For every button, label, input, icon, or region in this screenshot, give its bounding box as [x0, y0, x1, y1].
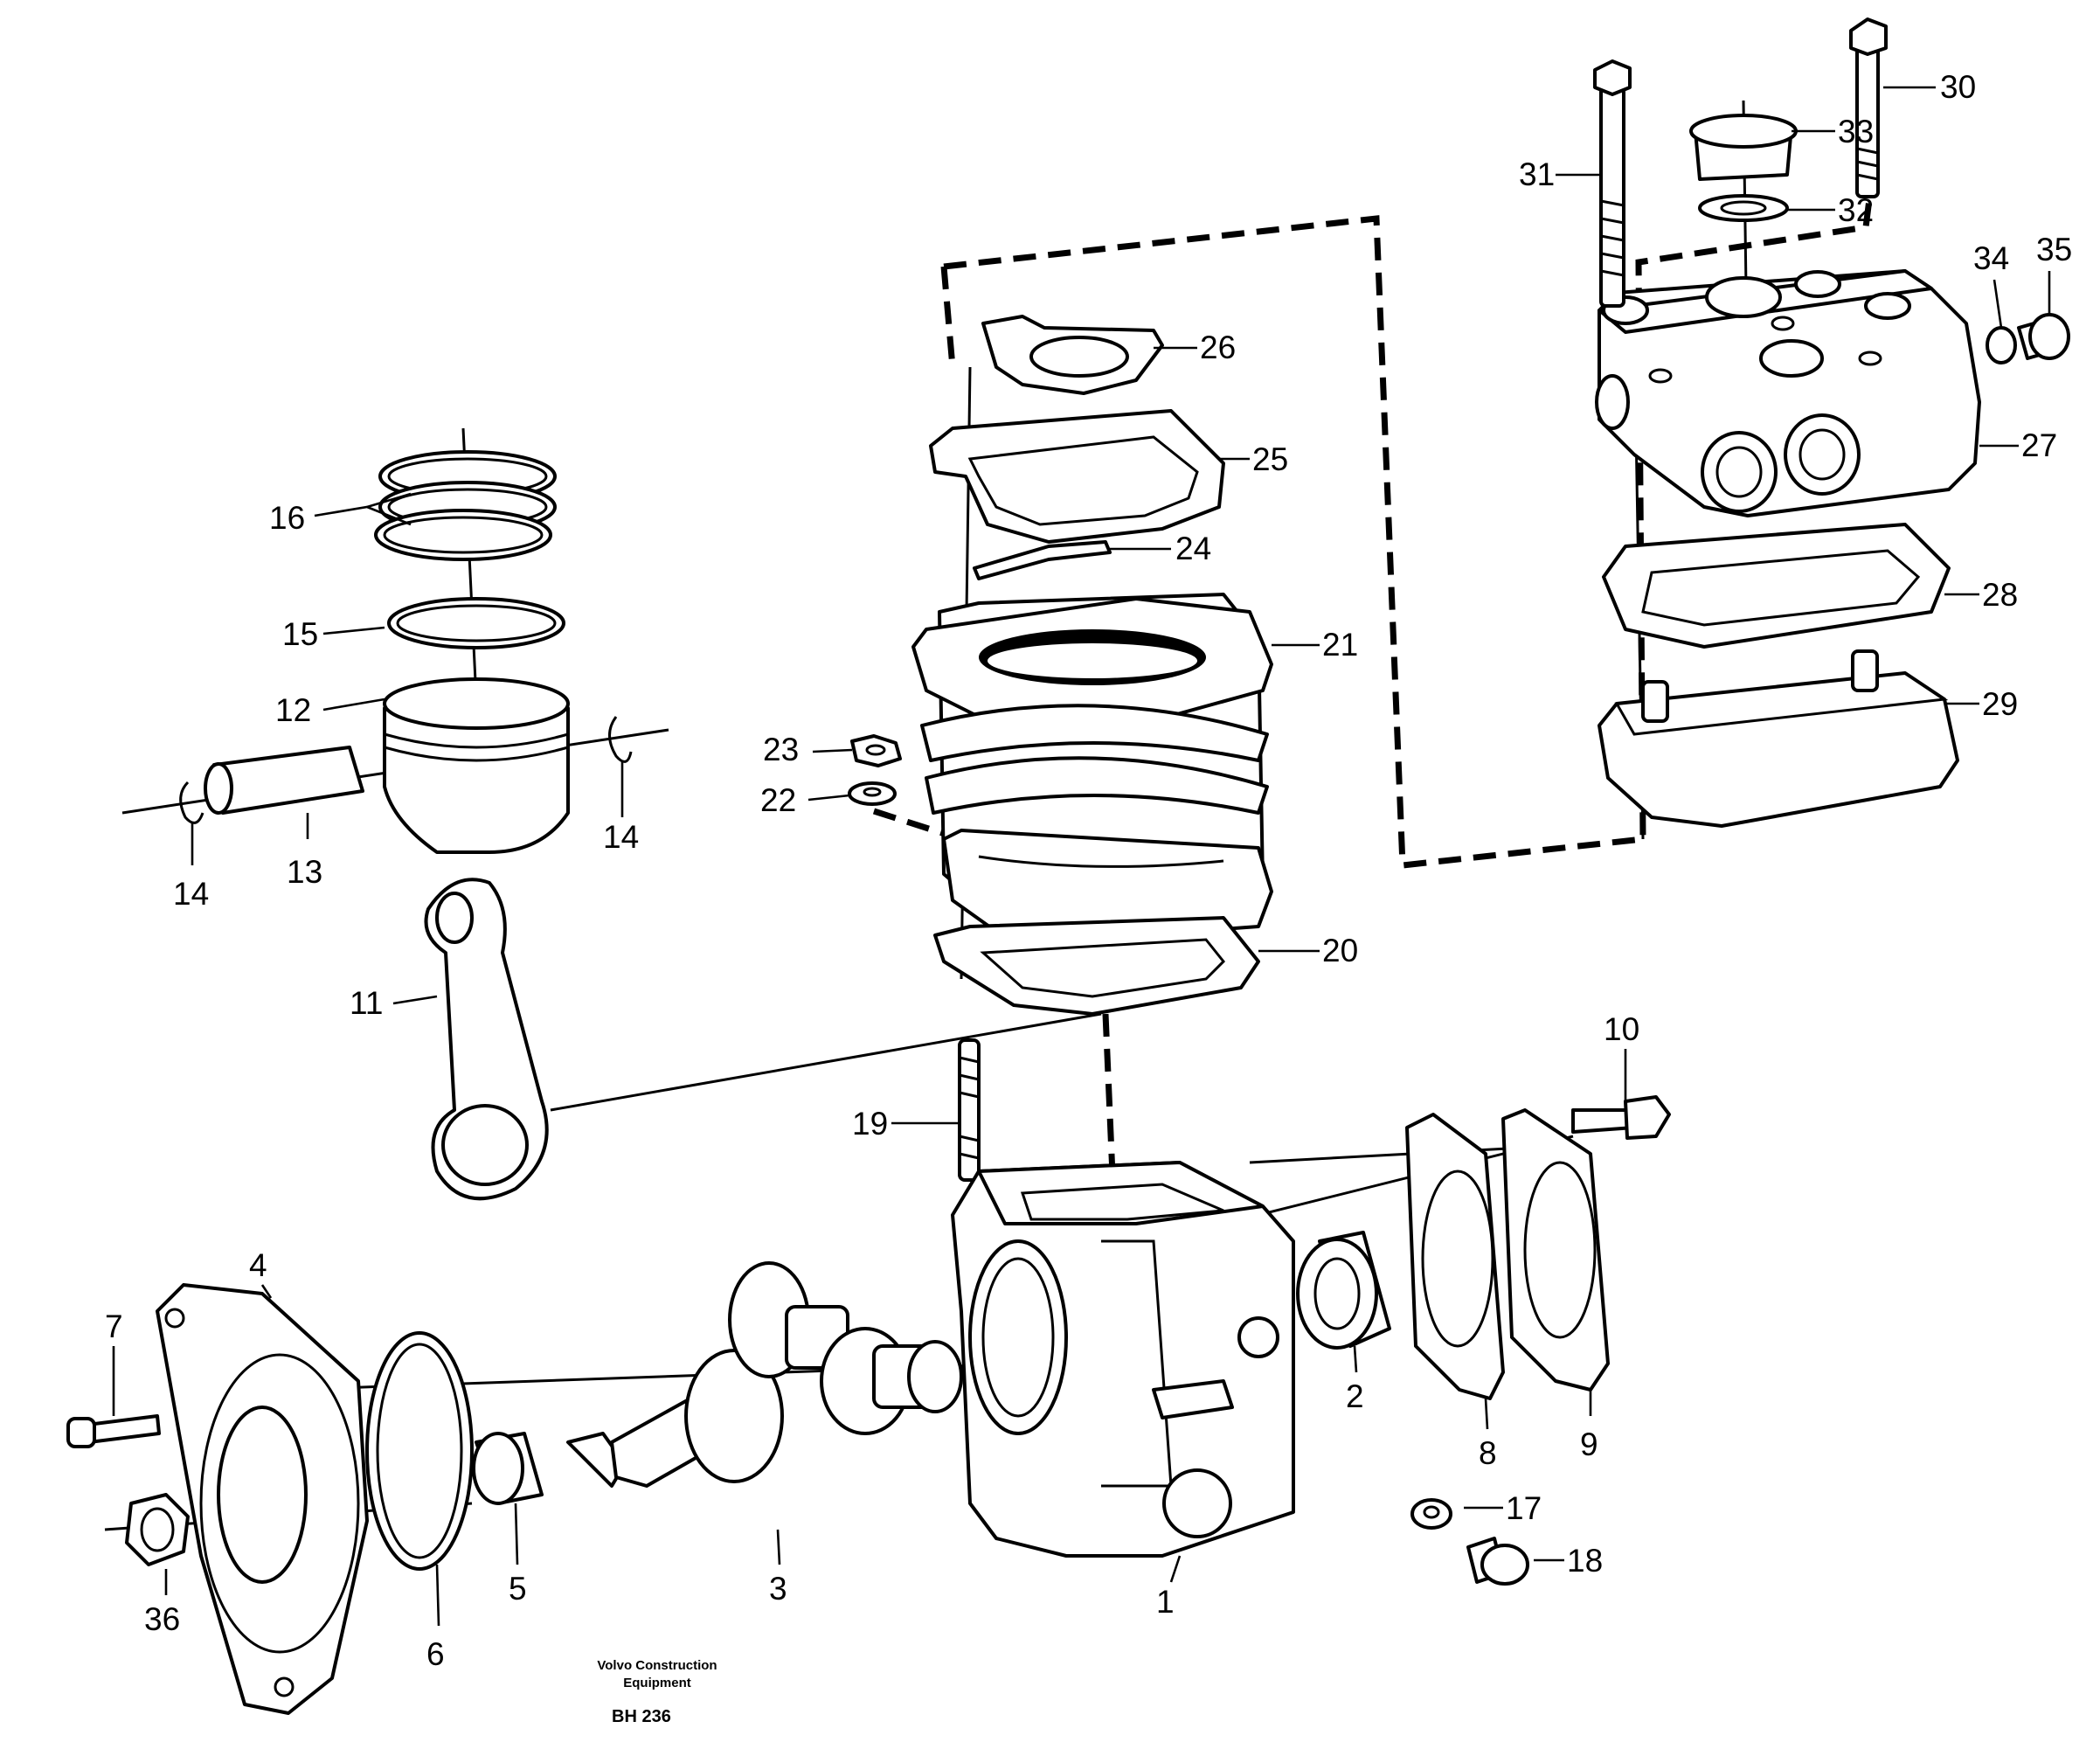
label-18: 18	[1567, 1543, 1603, 1579]
label-14-right: 14	[603, 819, 639, 855]
label-33: 33	[1838, 114, 1874, 149]
label-20: 20	[1322, 933, 1358, 968]
label-34: 34	[1973, 240, 2009, 276]
caption: Volvo Construction Equipment BH 236	[597, 1658, 717, 1726]
label-4: 4	[249, 1247, 267, 1283]
part-9-gasket	[1501, 1108, 1610, 1392]
part-29-valve-plate	[1598, 649, 1959, 828]
label-21: 21	[1322, 627, 1358, 663]
caption-brand-line1: Volvo Construction	[597, 1658, 717, 1673]
part-12-piston	[383, 677, 570, 854]
label-28: 28	[1982, 577, 2018, 613]
label-12: 12	[275, 692, 311, 728]
label-2: 2	[1346, 1378, 1364, 1414]
label-14-left: 14	[173, 876, 209, 912]
part-number-labels: 1 2 3 4 5 6 7 8 9 10 11 12 13 14 14 15 1…	[105, 69, 2072, 1672]
part-2-bushing	[1296, 1231, 1391, 1350]
part-36-plug	[125, 1493, 190, 1566]
part-25-gasket	[929, 409, 1225, 544]
label-23: 23	[763, 732, 799, 767]
label-26: 26	[1200, 330, 1236, 365]
part-8-gasket	[1405, 1113, 1505, 1400]
label-15: 15	[282, 616, 318, 652]
part-13-piston-pin	[204, 746, 364, 815]
part-19-stud	[958, 1038, 981, 1182]
part-34-washer	[1986, 326, 2017, 364]
part-22-washer	[848, 781, 897, 806]
part-20-gasket	[933, 916, 1260, 1016]
label-25: 25	[1252, 441, 1288, 477]
label-19: 19	[852, 1106, 888, 1142]
part-3-crankshaft	[566, 1261, 963, 1488]
label-8: 8	[1479, 1435, 1497, 1471]
part-11-connecting-rod	[424, 878, 549, 1201]
label-9: 9	[1580, 1426, 1598, 1462]
part-30-bolt	[1849, 17, 1888, 198]
part-1-crankcase	[951, 1161, 1295, 1558]
label-17: 17	[1506, 1490, 1542, 1526]
part-27-cylinder-head	[1595, 269, 1981, 517]
part-33-cap	[1689, 114, 1798, 181]
leader-lines	[112, 86, 2051, 1627]
part-14-circlip-left	[179, 781, 204, 824]
label-24: 24	[1175, 531, 1211, 566]
part-24-strip	[973, 540, 1112, 580]
part-17-washer	[1410, 1498, 1452, 1530]
label-29: 29	[1982, 686, 2018, 722]
label-3: 3	[769, 1571, 787, 1607]
part-18-screw	[1466, 1537, 1529, 1586]
part-15-ring	[387, 597, 565, 649]
label-27: 27	[2021, 427, 2057, 463]
label-6: 6	[426, 1636, 445, 1672]
part-31-bolt	[1593, 59, 1632, 308]
part-28-gasket	[1602, 523, 1951, 649]
caption-brand-line2: Equipment	[623, 1676, 691, 1690]
caption-code: BH 236	[612, 1707, 671, 1726]
label-7: 7	[105, 1308, 123, 1344]
label-5: 5	[509, 1571, 527, 1607]
part-26-gasket	[981, 315, 1164, 395]
part-7-screw	[66, 1414, 161, 1448]
part-5-sleeve	[472, 1432, 544, 1505]
part-6-o-ring	[365, 1331, 474, 1571]
part-23-nut	[850, 734, 902, 767]
label-22: 22	[760, 782, 796, 818]
part-35-plug	[2017, 313, 2070, 360]
part-21-cylinder	[911, 593, 1273, 946]
part-16-piston-rings	[374, 450, 557, 561]
label-30: 30	[1940, 69, 1976, 105]
label-36: 36	[144, 1601, 180, 1637]
part-14-circlip-right	[608, 716, 633, 763]
part-10-bolt	[1571, 1095, 1671, 1140]
label-32: 32	[1838, 192, 1874, 228]
label-1: 1	[1156, 1584, 1175, 1620]
label-16: 16	[269, 500, 305, 536]
label-31: 31	[1519, 156, 1555, 192]
label-11: 11	[350, 985, 383, 1021]
label-13: 13	[287, 854, 322, 890]
label-35: 35	[2036, 232, 2072, 267]
part-32-washer	[1698, 194, 1789, 222]
label-10: 10	[1604, 1011, 1639, 1047]
part-4-end-cover	[156, 1283, 369, 1715]
